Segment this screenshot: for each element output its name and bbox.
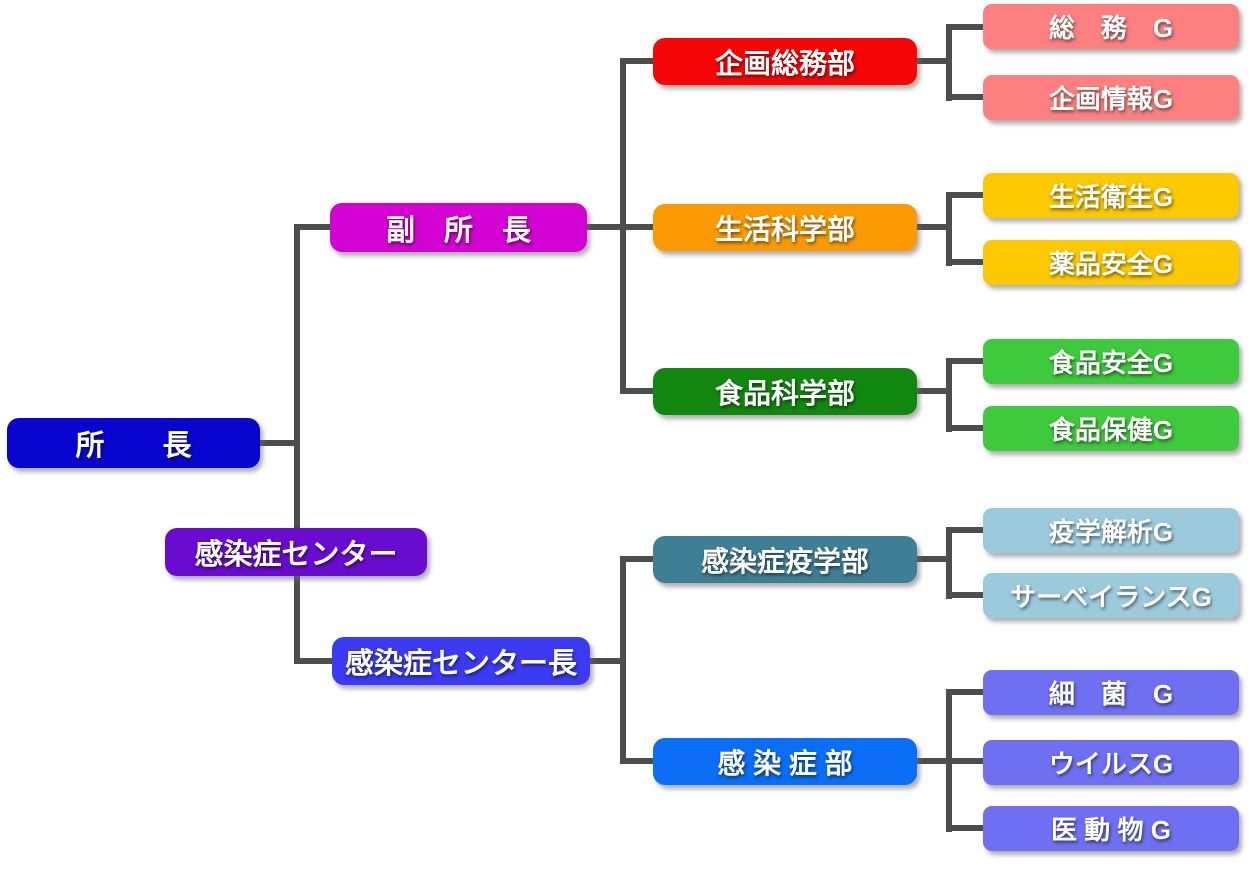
connector-trunk-to-food-science (620, 388, 656, 394)
group-surveillance-label: サーベイランスG (1010, 582, 1212, 612)
stub-general-affairs (946, 24, 985, 30)
dept-food-science-label: 食品科学部 (714, 377, 855, 409)
stub-food-health (946, 425, 985, 431)
connector-planning-to-bracket (915, 58, 952, 64)
node-group-virology: ウイルスG (983, 740, 1239, 785)
connector-epidemiology-to-bracket (915, 556, 952, 562)
node-infectious-disease-center-head: 感染症センター長 (332, 637, 590, 685)
trunk-center-head-vertical (620, 556, 626, 764)
bracket-food-vertical (946, 358, 952, 432)
connector-trunk-to-deputy (294, 224, 334, 230)
node-group-living-hygiene: 生活衛生G (983, 173, 1239, 218)
group-planning-information-label: 企画情報G (1048, 84, 1174, 114)
connector-trunk-to-infectious (620, 758, 656, 764)
trunk-director-vertical (294, 224, 300, 664)
connector-center-head-to-trunk (588, 658, 626, 664)
group-drug-safety-label: 薬品安全G (1048, 249, 1174, 279)
group-food-health-label: 食品保健G (1048, 415, 1174, 445)
node-director: 所 長 (7, 418, 260, 468)
node-group-epidemiological-analysis: 疫学解析G (983, 508, 1239, 553)
connector-trunk-to-planning (620, 58, 656, 64)
node-group-food-safety: 食品安全G (983, 339, 1239, 384)
node-deputy-director-label: 副 所 長 (385, 214, 531, 247)
node-infectious-disease-center-label: 感染症センター (194, 539, 398, 571)
group-general-affairs-label: 総 務 G (1048, 13, 1174, 43)
node-group-general-affairs: 総 務 G (983, 4, 1239, 49)
node-dept-planning-general-affairs: 企画総務部 (653, 38, 917, 85)
node-dept-life-science: 生活科学部 (653, 204, 917, 251)
connector-trunk-to-center-head (294, 658, 336, 664)
group-epidemiological-analysis-label: 疫学解析G (1048, 517, 1174, 547)
group-virology-label: ウイルスG (1048, 749, 1174, 779)
bracket-life-vertical (946, 192, 952, 266)
node-director-label: 所 長 (75, 430, 192, 462)
node-deputy-director: 副 所 長 (330, 203, 587, 252)
node-dept-food-science: 食品科学部 (653, 368, 917, 415)
node-group-medical-zoology: 医 動 物 G (983, 806, 1239, 851)
stub-epidemiological-analysis (946, 527, 985, 533)
connector-director-to-trunk (258, 440, 300, 446)
group-living-hygiene-label: 生活衛生G (1048, 182, 1174, 212)
stub-living-hygiene (946, 192, 985, 198)
dept-infectious-label: 感 染 症 部 (717, 747, 853, 779)
stub-medical-zoology (946, 825, 985, 831)
dept-life-science-label: 生活科学部 (714, 213, 855, 245)
group-bacteriology-label: 細 菌 G (1048, 679, 1174, 709)
connector-food-to-bracket (915, 388, 952, 394)
stub-drug-safety (946, 259, 985, 265)
node-group-planning-information: 企画情報G (983, 75, 1239, 120)
node-group-food-health: 食品保健G (983, 406, 1239, 451)
stub-bacteriology (946, 689, 985, 695)
stub-planning-information (946, 94, 985, 100)
connector-trunk-to-epidemiology (620, 556, 656, 562)
dept-epidemiology-label: 感染症疫学部 (700, 545, 869, 577)
node-infectious-disease-center-head-label: 感染症センター長 (344, 648, 577, 680)
bracket-planning-vertical (946, 24, 952, 101)
group-food-safety-label: 食品安全G (1048, 348, 1174, 378)
node-infectious-disease-center: 感染症センター (165, 528, 427, 576)
trunk-deputy-vertical (620, 58, 626, 394)
bracket-infectious-vertical (946, 689, 952, 832)
stub-surveillance (946, 592, 985, 598)
node-dept-infectious-disease: 感 染 症 部 (653, 738, 917, 785)
dept-planning-label: 企画総務部 (714, 47, 855, 79)
node-dept-infectious-disease-epidemiology: 感染症疫学部 (653, 536, 917, 583)
node-group-surveillance: サーベイランスG (983, 573, 1239, 618)
bracket-epidemiology-vertical (946, 527, 952, 599)
node-group-bacteriology: 細 菌 G (983, 670, 1239, 715)
node-group-drug-safety: 薬品安全G (983, 240, 1239, 285)
connector-life-to-bracket (915, 224, 952, 230)
stub-food-safety (946, 358, 985, 364)
group-medical-zoology-label: 医 動 物 G (1051, 815, 1171, 845)
